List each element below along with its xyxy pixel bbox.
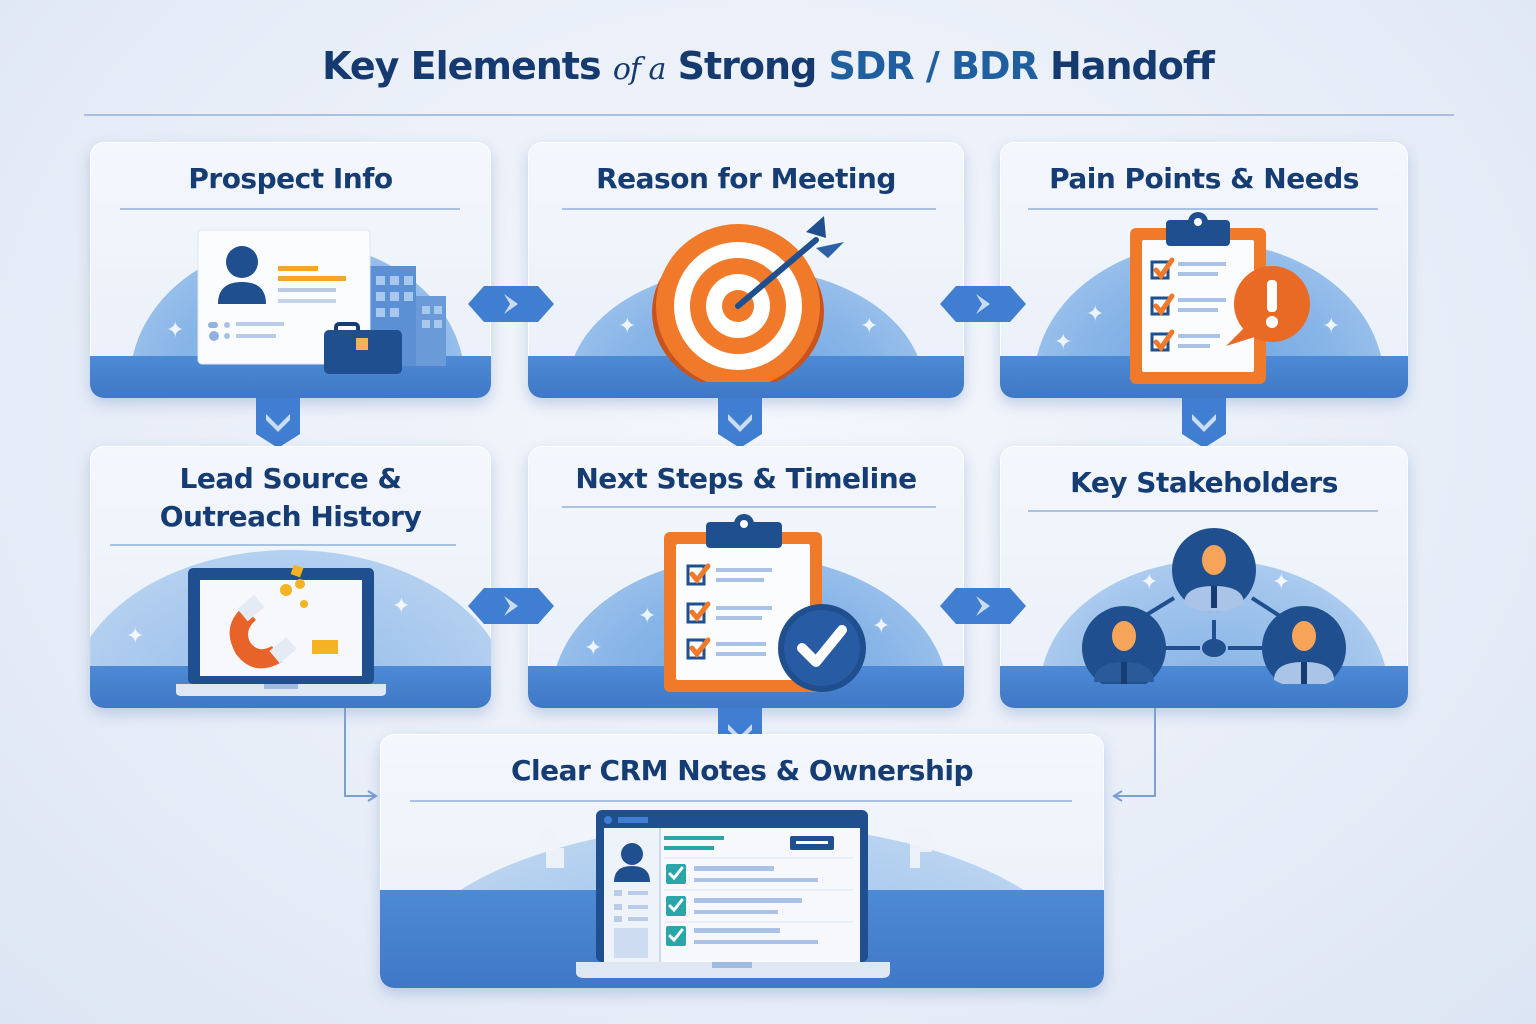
card-divider — [1028, 510, 1378, 512]
card-title: Lead Source & Outreach History — [159, 462, 422, 533]
laptop-magnet-icon — [176, 564, 386, 696]
card-divider — [562, 208, 936, 210]
left-flow-line — [344, 795, 374, 797]
sparkle-icon: ✦ — [1054, 330, 1073, 355]
arrow-right-connector — [940, 588, 1026, 624]
sparkle-icon: ✦ — [1272, 570, 1291, 595]
sparkle-icon: ✦ — [584, 636, 603, 661]
sparkle-icon: ✦ — [1086, 302, 1105, 327]
arrow-down-connector — [718, 398, 762, 448]
card-reason-for-meeting: Reason for Meeting ✦ ✦ — [528, 142, 964, 398]
right-flow-line — [1154, 708, 1156, 796]
card-next-steps: Next Steps & Timeline ✦ ✦ ✦ — [528, 446, 964, 708]
sparkle-icon: ✦ — [860, 314, 879, 339]
clipboard-alert-icon — [1130, 212, 1310, 384]
card-title: Reason for Meeting — [596, 162, 896, 195]
title-divider — [84, 114, 1454, 116]
person-icon — [1262, 606, 1346, 684]
sticky-note-icon — [904, 830, 932, 868]
crm-laptop-icon — [576, 810, 890, 978]
id-card-briefcase-building-icon — [197, 229, 446, 374]
card-title: Prospect Info — [188, 162, 393, 195]
card-title: Next Steps & Timeline — [575, 462, 917, 495]
left-flow-line — [344, 708, 346, 796]
target-dart-icon — [652, 216, 844, 382]
sparkle-icon: ✦ — [392, 594, 411, 619]
arrow-right-connector — [468, 286, 554, 322]
sticky-note-icon — [540, 830, 564, 868]
arrow-right-icon — [367, 790, 378, 802]
card-title: Clear CRM Notes & Ownership — [510, 754, 974, 787]
sparkle-icon: ✦ — [1322, 314, 1341, 339]
stakeholder-network-icon — [1082, 528, 1346, 684]
sparkle-icon: ✦ — [618, 314, 637, 339]
card-divider — [410, 800, 1072, 802]
card-divider — [110, 544, 456, 546]
sparkle-icon: ✦ — [638, 604, 657, 629]
right-flow-line — [1116, 795, 1156, 797]
page-title: Key Elements of a Strong SDR / BDR Hando… — [322, 44, 1215, 88]
person-icon — [1082, 606, 1166, 684]
arrow-down-connector — [1182, 398, 1226, 448]
arrow-right-connector — [940, 286, 1026, 322]
card-title: Pain Points & Needs — [1049, 162, 1359, 195]
person-icon — [1172, 528, 1256, 612]
sparkle-icon: ✦ — [126, 624, 145, 649]
card-prospect-info: Prospect Info ✦ — [90, 142, 491, 398]
clipboard-check-icon — [664, 514, 866, 692]
card-crm-notes: Clear CRM Notes & Ownership — [380, 734, 1104, 988]
sparkle-icon: ✦ — [1140, 570, 1159, 595]
sparkle-icon: ✦ — [166, 318, 185, 343]
card-divider — [120, 208, 460, 210]
card-lead-source: Lead Source & Outreach History ✦ ✦ — [90, 446, 491, 708]
card-divider — [562, 506, 936, 508]
card-divider — [1028, 208, 1378, 210]
card-stakeholders: Key Stakeholders ✦ ✦ — [1000, 446, 1408, 708]
card-pain-points: Pain Points & Needs ✦ ✦ ✦ — [1000, 142, 1408, 398]
arrow-left-icon — [1112, 790, 1123, 802]
arrow-right-connector — [468, 588, 554, 624]
card-title: Key Stakeholders — [1070, 466, 1338, 499]
arrow-down-connector — [256, 398, 300, 448]
sparkle-icon: ✦ — [872, 614, 891, 639]
